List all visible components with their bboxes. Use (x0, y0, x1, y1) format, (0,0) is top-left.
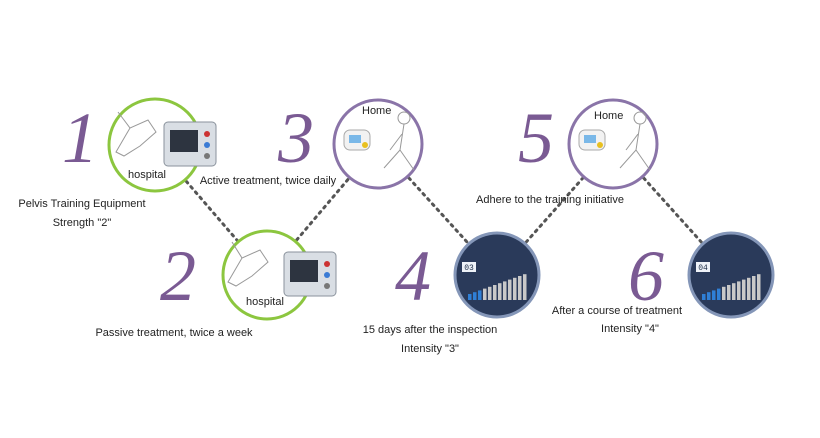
intensity-bar (503, 281, 507, 300)
step-4-display-readout: 03 (464, 264, 474, 273)
intensity-bar (732, 283, 736, 300)
sitting-figure-icon (619, 111, 651, 171)
reclining-figure-icon (115, 111, 157, 157)
step-6-caption-line-2: Intensity "4" (601, 323, 659, 335)
intensity-bar (702, 294, 706, 300)
therapy-device-icon (163, 121, 217, 167)
connector-lines (184, 176, 704, 244)
sitting-figure-icon (383, 111, 415, 171)
step-4-number: 4 (395, 236, 431, 316)
handheld-device-icon (343, 129, 371, 151)
intensity-bar (478, 290, 482, 300)
intensity-bar (722, 286, 726, 300)
intensity-bar (747, 277, 751, 300)
intensity-bar (742, 279, 746, 300)
intensity-bar (752, 276, 756, 300)
intensity-bar (473, 292, 477, 300)
intensity-bar (757, 274, 761, 300)
intensity-bar (518, 276, 522, 300)
connector-3-4 (407, 176, 469, 244)
connector-4-5 (524, 176, 585, 244)
intensity-bar (498, 283, 502, 300)
step-5-number: 5 (518, 98, 554, 178)
step-6: 6 04 After a course of treatment Intensi… (552, 231, 775, 335)
therapy-device-icon (283, 251, 337, 297)
step-6-caption-line-1: After a course of treatment (552, 305, 682, 317)
step-6-display-readout-box (696, 262, 710, 272)
step-5-caption-line-1: Adhere to the training initiative (476, 194, 624, 206)
intensity-bar (513, 277, 517, 300)
step-2-number: 2 (160, 236, 196, 316)
step-4-display-readout-box (462, 262, 476, 272)
intensity-bar (712, 290, 716, 300)
connector-2-3 (295, 177, 350, 242)
intensity-bar (493, 285, 497, 300)
intensity-bar (737, 281, 741, 300)
intensity-bar (508, 279, 512, 300)
intensity-bar (727, 285, 731, 300)
step-6-number: 6 (628, 236, 664, 316)
step-4-caption-line-2: Intensity "3" (401, 343, 459, 355)
step-5: 5 Home Adhere to the training initiative (476, 98, 659, 206)
handheld-device-icon (578, 129, 606, 151)
step-1-number: 1 (62, 98, 98, 178)
intensity-bar (483, 288, 487, 300)
step-4-caption-line-1: 15 days after the inspection (363, 324, 498, 336)
intensity-bar (707, 292, 711, 300)
step-6-display-readout: 04 (698, 264, 708, 273)
intensity-bar (717, 288, 721, 300)
step-1-caption-line-1: Pelvis Training Equipment (18, 198, 145, 210)
step-4-intensity-bars (468, 274, 527, 300)
step-5-location-label: Home (594, 110, 623, 122)
step-3-location-label: Home (362, 105, 391, 117)
connector-5-6 (642, 176, 704, 244)
step-1-location-label: hospital (128, 169, 166, 181)
intensity-bar (488, 286, 492, 300)
step-2-caption-line-1: Passive treatment, twice a week (95, 327, 253, 339)
step-3: 3 Home Active treatment, twice daily (200, 98, 424, 190)
step-1-caption-line-2: Strength "2" (53, 217, 112, 229)
reclining-figure-icon (227, 241, 269, 287)
step-6-intensity-bars (702, 274, 761, 300)
connector-1-2 (184, 179, 239, 242)
step-3-caption-line-1: Active treatment, twice daily (200, 175, 337, 187)
step-1: 1 hospital Pelvis Training Equipment Str… (18, 97, 217, 229)
step-2-location-label: hospital (246, 296, 284, 308)
intensity-bar (468, 294, 472, 300)
step-3-number: 3 (277, 98, 314, 178)
step-2: 2 hospital Passive treatment, twice a we… (95, 229, 337, 339)
step-4: 4 03 15 days after the inspection Intens… (363, 231, 541, 355)
intensity-bar (523, 274, 527, 300)
